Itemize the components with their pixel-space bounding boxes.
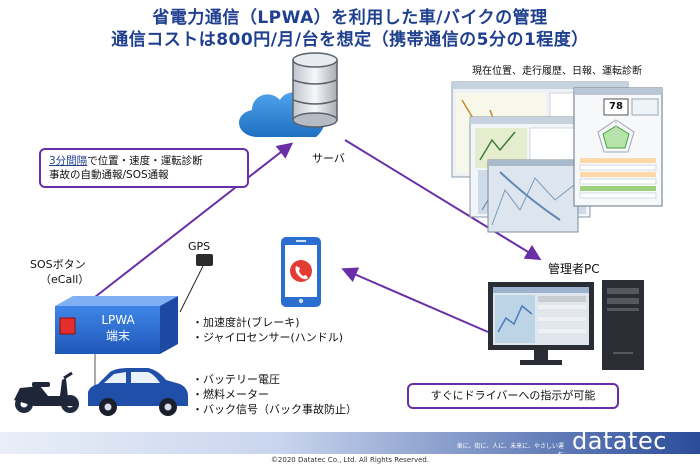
- admin-pc-label: 管理者PC: [548, 262, 600, 276]
- callout-line1-rest: で位置・速度・運転診断: [87, 155, 203, 167]
- sos-button-icon: [59, 317, 76, 335]
- gauge-value: 78: [609, 101, 623, 112]
- database-icon: [292, 52, 338, 128]
- arrow-device-to-server: [94, 142, 294, 298]
- device-label: LPWA 端末: [78, 312, 158, 344]
- footer-slogan: 車に、街に、人に、未来に、やさしい運転: [456, 443, 564, 459]
- callout-driver-instruction: すぐにドライバーへの指示が可能: [407, 383, 619, 409]
- device-label-line1: LPWA: [101, 313, 135, 327]
- gps-module-icon: [179, 254, 213, 313]
- gps-label: GPS: [188, 240, 211, 253]
- server-label: サーバ: [312, 152, 345, 165]
- sos-sublabel: （eCall）: [40, 273, 90, 286]
- device-label-line2: 端末: [105, 329, 130, 343]
- arrow-server-to-pc: [344, 139, 542, 261]
- title-line-1: 省電力通信（LPWA）を利用した車/バイクの管理: [152, 8, 548, 28]
- vehicle-signal-list: ・バッテリー電圧 ・燃料メーター ・バック信号（バック事故防止）: [192, 372, 357, 417]
- brand-logo: datatec: [572, 427, 667, 455]
- pc-tower-icon: [602, 280, 644, 370]
- sos-label: SOSボタン: [30, 258, 86, 271]
- scooter-icon: [14, 371, 79, 413]
- list-item: ・バック信号（バック事故防止）: [192, 403, 357, 416]
- callout-line2: 事故の自動通報/SOS通報: [49, 169, 169, 181]
- footer-bar: [0, 432, 700, 454]
- arrow-pc-to-phone: [341, 267, 489, 333]
- list-item: ・加速度計(ブレーキ): [192, 316, 300, 329]
- smartphone-icon: [281, 237, 321, 307]
- copyright-text: ©2020 Datatec Co., Ltd. All Rights Reser…: [270, 456, 430, 464]
- monitor-icon: [488, 282, 594, 365]
- callout-interval: 3分間隔: [49, 155, 88, 167]
- callout-data-upload: 3分間隔で位置・速度・運転診断 事故の自動通報/SOS通報: [39, 148, 249, 188]
- app-screens: [451, 81, 663, 233]
- list-item: ・バッテリー電圧: [192, 373, 280, 386]
- screens-caption: 現在位置、走行履歴、日報、運転診断: [472, 66, 642, 77]
- lpwa-device-box: [55, 296, 178, 354]
- car-icon: [88, 368, 188, 416]
- sensor-list: ・加速度計(ブレーキ) ・ジャイロセンサー(ハンドル): [192, 315, 343, 345]
- title-line-2: 通信コストは800円/月/台を想定（携帯通信の5分の1程度）: [111, 30, 589, 50]
- list-item: ・ジャイロセンサー(ハンドル): [192, 331, 344, 344]
- list-item: ・燃料メーター: [192, 388, 269, 401]
